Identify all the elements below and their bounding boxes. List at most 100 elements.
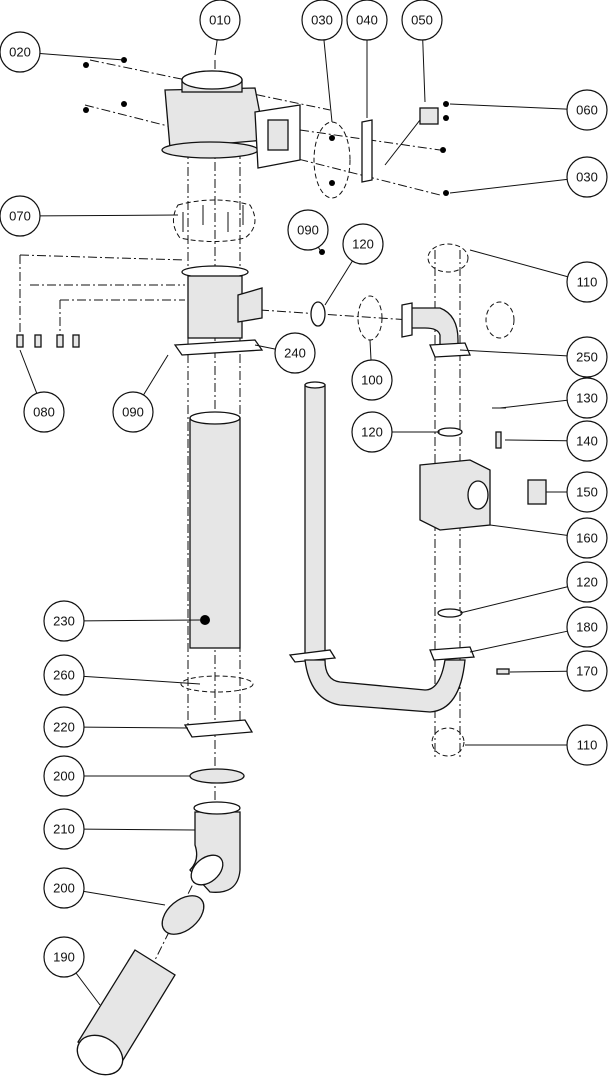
callout-circle [287,209,329,251]
screws-110-side [485,301,515,339]
leader-line [369,339,372,361]
callout-circle [301,0,343,41]
screws-020 [83,57,127,113]
callout-label: 170 [576,664,598,679]
callout-label: 140 [576,434,598,449]
callout-5: 060 [449,89,608,131]
leader-line [509,670,568,673]
pipe-190 [76,949,176,1076]
leader-line [19,349,38,394]
screws-070 [173,199,256,242]
callout-1: 020 [0,31,125,73]
callout-label: 200 [53,769,75,784]
callout-label: 210 [53,822,75,837]
callout-circle [566,261,608,303]
leader-line [469,630,568,653]
callout-circle [566,89,608,131]
leader-line [83,619,201,622]
callout-circle [112,391,154,433]
venturi-part [173,249,325,356]
callout-circle [566,471,608,513]
callout-11: 080 [19,349,65,433]
callout-circle [0,31,41,73]
tube-230 [189,411,241,649]
callout-19: 150 [546,471,608,513]
callout-22: 120 [459,561,608,614]
leader-line [323,39,333,123]
elbow-250 [401,302,471,358]
callout-27: 110 [465,724,608,766]
callout-25: 170 [509,650,608,692]
callout-label: 070 [9,209,31,224]
plate-220 [183,719,254,738]
callout-label: 150 [576,485,598,500]
sensor-140 [495,431,502,449]
callout-14: 240 [254,332,316,374]
leader-line [39,53,125,61]
callout-4: 050 [401,0,443,103]
leader-line [83,675,201,685]
callout-circle [0,195,41,237]
callout-label: 040 [356,13,378,28]
callout-circle [566,420,608,462]
leader-line [39,214,179,217]
sensors-080 [16,334,80,348]
elbow-210 [189,801,241,893]
blower-part [161,70,301,169]
callout-label: 080 [33,405,55,420]
callout-label: 050 [411,13,433,28]
callout-circle [566,724,608,766]
leader-line [499,399,568,409]
leader-line [214,39,218,56]
callout-label: 240 [284,346,306,361]
callout-20: 160 [489,517,608,559]
leader-line [449,178,568,194]
plug-170 [496,668,510,675]
callout-label: 160 [576,531,598,546]
callout-circle [43,808,85,850]
callout-circle [43,867,85,909]
leader-line [504,439,568,442]
screws-100 [357,295,383,341]
bracket-040 [361,119,373,183]
leader-line [459,349,568,357]
callout-10: 110 [469,249,608,303]
callout-label: 120 [352,237,374,252]
leader-line [143,354,169,396]
callout-circle [43,936,85,978]
callout-15: 250 [459,336,608,378]
leader-line [83,828,196,831]
part-050 [384,101,449,196]
callout-8: 090 [287,209,329,251]
screws-110-top [427,243,469,273]
leader-line [422,39,426,103]
housing-160 [419,459,547,531]
leader-line [489,524,568,536]
callout-circle [566,336,608,378]
callout-28: 200 [43,755,190,797]
callout-label: 090 [122,405,144,420]
leader-line [324,260,353,306]
callout-30: 200 [43,867,166,909]
callout-label: 220 [53,720,75,735]
callout-24: 260 [43,654,201,696]
callout-circle [274,332,316,374]
callout-label: 250 [576,350,598,365]
callout-circle [346,0,388,41]
callout-label: 200 [53,881,75,896]
callout-0: 010 [199,0,241,56]
callout-31: 190 [43,936,101,1006]
callout-label: 030 [311,13,333,28]
callout-circle [401,0,443,41]
screws-110-bottom [431,727,465,757]
callout-label: 100 [361,373,383,388]
callout-29: 210 [43,808,196,850]
screw-group-030 [313,121,351,199]
callout-7: 070 [0,195,179,237]
callout-label: 180 [576,620,598,635]
o-ring [437,608,463,618]
callout-circle [566,650,608,692]
callout-label: 130 [576,391,598,406]
leader-line [83,890,166,906]
